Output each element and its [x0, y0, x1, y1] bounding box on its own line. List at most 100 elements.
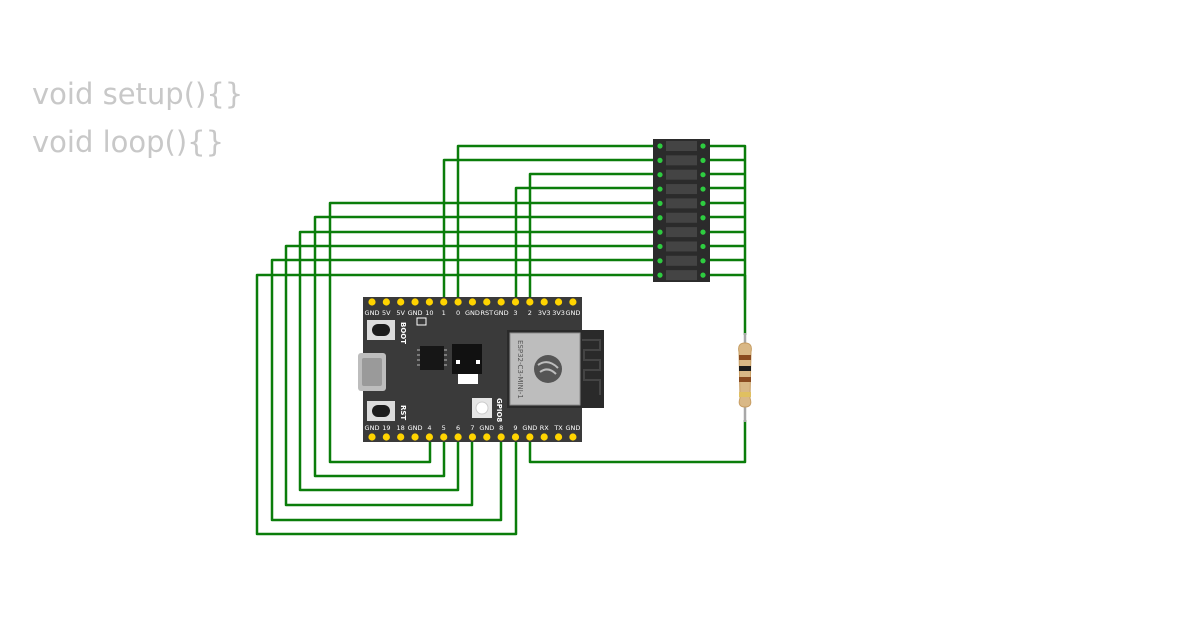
top-pin[interactable]: [483, 298, 491, 306]
top-pin[interactable]: [497, 298, 505, 306]
regulator-pin-1: [456, 360, 460, 364]
top-pin-label: 5V: [382, 309, 391, 317]
bottom-pin-label: GND: [565, 424, 580, 432]
led-cathode-pin[interactable]: [700, 272, 706, 278]
bottom-pin-label: 5: [442, 424, 446, 432]
led-anode-pin[interactable]: [657, 200, 663, 206]
module-label: ESP32-C3-MINI-1: [516, 340, 524, 399]
led-cathode-pin[interactable]: [700, 200, 706, 206]
bottom-pin[interactable]: [483, 433, 491, 441]
bottom-pin[interactable]: [540, 433, 548, 441]
led-cathode-pin[interactable]: [700, 157, 706, 163]
top-pin[interactable]: [397, 298, 405, 306]
rst-label: RST: [399, 405, 407, 420]
wire-gpio1[interactable]: [442, 158, 660, 301]
top-pin-label: 1: [442, 309, 446, 317]
led-segments: [657, 141, 706, 281]
led-cathode-pin[interactable]: [700, 172, 706, 178]
resistor-band-4: [739, 392, 751, 397]
top-pin-label: GND: [565, 309, 580, 317]
bottom-pin-label: 18: [397, 424, 405, 432]
gpio8-label: GPIO8: [495, 398, 503, 422]
led-cathode-pin[interactable]: [700, 243, 706, 250]
top-pin-label: 0: [456, 309, 460, 317]
wire-gpio0[interactable]: [456, 144, 660, 301]
boot-button-cap: [372, 324, 390, 336]
led-anode-pin[interactable]: [657, 243, 663, 250]
led-anode-pin[interactable]: [657, 172, 663, 178]
top-pin[interactable]: [554, 298, 563, 306]
wire-bus-146[interactable]: [703, 144, 747, 300]
bottom-pin[interactable]: [425, 433, 433, 441]
top-pin[interactable]: [425, 298, 433, 306]
top-pin[interactable]: [511, 298, 520, 306]
led-segment: [666, 255, 697, 266]
led-segment: [666, 169, 697, 180]
wire-gpio7[interactable]: [284, 244, 660, 507]
led-anode-pin[interactable]: [657, 215, 663, 221]
top-pin-label: 3: [513, 309, 517, 317]
led-cathode-pin[interactable]: [700, 229, 706, 235]
wire-gnd[interactable]: [528, 420, 747, 464]
wire-gpio5[interactable]: [313, 215, 660, 478]
wire-gpio3[interactable]: [514, 186, 660, 301]
bottom-pin-label: GND: [365, 424, 380, 432]
bottom-pin[interactable]: [526, 433, 534, 441]
resistor[interactable]: [738, 333, 752, 422]
bottom-pin[interactable]: [454, 433, 462, 441]
led-anode-pin[interactable]: [657, 143, 663, 149]
usb-port-inner: [362, 358, 382, 386]
top-pin[interactable]: [540, 298, 548, 306]
led-bar-graph[interactable]: [653, 139, 710, 282]
bottom-pin[interactable]: [497, 433, 505, 441]
led-anode-pin[interactable]: [657, 157, 663, 163]
led-anode-pin[interactable]: [657, 258, 663, 264]
top-pin[interactable]: [526, 298, 534, 306]
bottom-pin[interactable]: [411, 433, 419, 441]
top-pin[interactable]: [382, 298, 390, 306]
led-cathode-pin[interactable]: [700, 186, 706, 192]
led-segment: [666, 227, 697, 238]
resistor-band-3: [739, 377, 751, 382]
top-pin[interactable]: [468, 298, 477, 306]
top-pin[interactable]: [440, 298, 448, 306]
top-pin[interactable]: [569, 298, 577, 306]
led-cathode-pin[interactable]: [700, 215, 706, 221]
bottom-pin-label: 8: [499, 424, 503, 432]
top-pin[interactable]: [368, 298, 376, 306]
bottom-pin[interactable]: [382, 433, 390, 441]
led-segment: [666, 155, 697, 166]
led-cathode-pin[interactable]: [700, 258, 706, 264]
voltage-regulator: [452, 344, 482, 374]
led-segment: [666, 141, 697, 151]
top-pin[interactable]: [454, 298, 462, 306]
bottom-pin[interactable]: [368, 433, 376, 441]
bottom-pin[interactable]: [511, 433, 520, 441]
bottom-pin-label: GND: [479, 424, 494, 432]
bottom-pin[interactable]: [397, 433, 405, 441]
led-cathode-pin[interactable]: [700, 143, 706, 149]
wire-gpio4[interactable]: [328, 201, 660, 464]
bottom-pin-label: 4: [427, 424, 431, 432]
bottom-pin[interactable]: [569, 433, 577, 441]
top-pin[interactable]: [411, 298, 419, 306]
led-anode-pin[interactable]: [657, 229, 663, 235]
wire-gpio8[interactable]: [270, 258, 660, 522]
code-line-setup: void setup(){}: [32, 77, 244, 111]
wire-gpio2[interactable]: [528, 172, 660, 301]
rst-button-cap: [372, 405, 390, 417]
wire-gpio9[interactable]: [255, 273, 660, 536]
bottom-pin[interactable]: [554, 433, 563, 441]
rgb-led-lens: [475, 401, 489, 415]
bottom-pin[interactable]: [440, 433, 448, 441]
bottom-pin[interactable]: [468, 433, 477, 441]
bottom-pin-label: RX: [540, 424, 550, 432]
led-anode-pin[interactable]: [657, 186, 663, 192]
led-anode-pin[interactable]: [657, 272, 663, 278]
bottom-pin-label: 7: [470, 424, 474, 432]
wire-gpio6[interactable]: [298, 230, 660, 492]
resistor-body: [738, 342, 752, 408]
